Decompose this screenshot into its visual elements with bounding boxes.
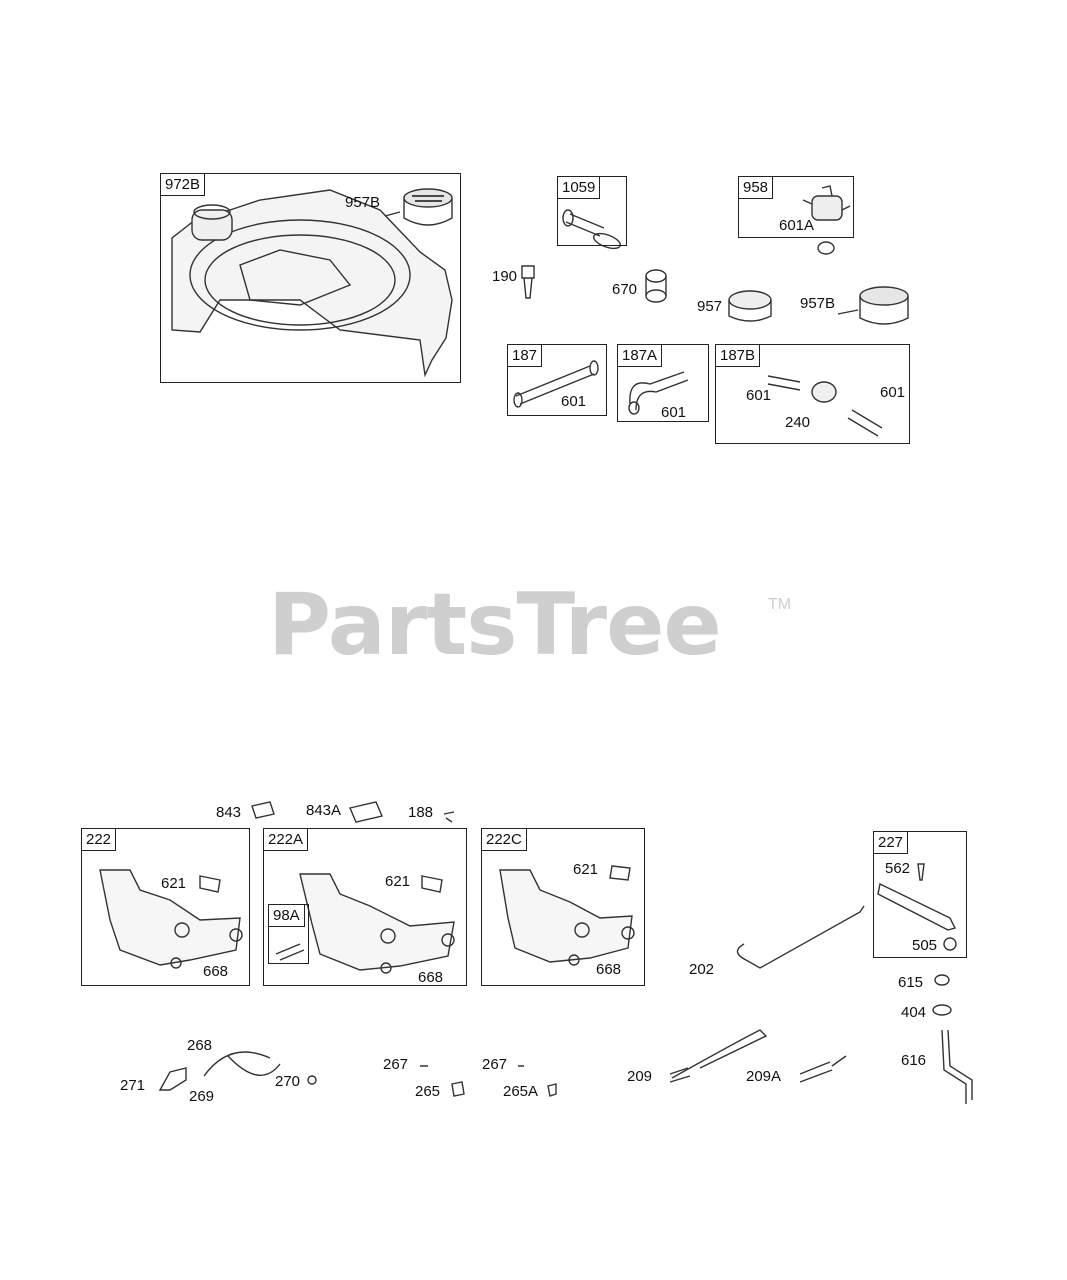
fuel-cap-drawing [384, 188, 453, 226]
control-bracket-drawings [99, 865, 635, 974]
cable-clamps-drawing [420, 1065, 557, 1097]
box-tag: 222C [481, 828, 527, 851]
part-label: 668 [418, 969, 444, 986]
box-tag: 1059 [557, 176, 601, 199]
box-958: 958 [738, 176, 854, 238]
box-222: 222 [81, 828, 250, 986]
box-tag: 98A [268, 904, 305, 927]
box-222A: 222A [263, 828, 467, 986]
part-label: 601 [661, 404, 687, 421]
part-label: 616 [901, 1052, 927, 1069]
part-label: 240 [785, 414, 811, 431]
small-parts-drawing [251, 801, 455, 823]
part-label: 601 [880, 384, 906, 401]
box-222C: 222C [481, 828, 645, 986]
part-label: 202 [689, 961, 715, 978]
box-227: 227 [873, 831, 967, 958]
part-label: 670 [612, 281, 638, 298]
part-label: 270 [275, 1073, 301, 1090]
trademark-mark: TM [768, 596, 792, 613]
part-label: 843 [216, 804, 242, 821]
part-label: 505 [912, 937, 938, 954]
part-label: 265 [415, 1083, 441, 1100]
throttle-cable-drawing [158, 1051, 317, 1091]
part-label: 668 [596, 961, 622, 978]
part-label: 209 [627, 1068, 653, 1085]
part-label: 188 [408, 804, 434, 821]
part-label: 601 [561, 393, 587, 410]
box-tag: 227 [873, 831, 909, 854]
part-label: 269 [189, 1088, 215, 1105]
governor-lever-drawing [877, 863, 957, 951]
box-tag: 222A [263, 828, 309, 851]
part-label: 621 [573, 861, 599, 878]
fuel-valve-drawing [802, 185, 851, 255]
fuel-caps-drawing [728, 286, 909, 325]
part-label: 267 [383, 1056, 409, 1073]
box-tag: 958 [738, 176, 774, 199]
box-187: 187 [507, 344, 607, 416]
part-label: 267 [482, 1056, 508, 1073]
washer-link-drawing [932, 974, 973, 1104]
partstree-watermark: PartsTree [268, 575, 722, 675]
fuel-tank-drawing [171, 189, 453, 378]
fuel-hose-drawing [513, 360, 883, 437]
box-tag: 187A [617, 344, 663, 367]
part-label: 404 [901, 1004, 927, 1021]
box-972B: 972B [160, 173, 461, 383]
box-187B: 187B [715, 344, 910, 444]
box-1059: 1059 [557, 176, 627, 246]
part-label: 615 [898, 974, 924, 991]
part-label: 601 [746, 387, 772, 404]
part-label: 268 [187, 1037, 213, 1054]
box-tag: 187B [715, 344, 761, 367]
part-label: 957B [800, 295, 836, 312]
part-label: 190 [492, 268, 518, 285]
box-tag: 187 [507, 344, 543, 367]
screw-sleeve-drawing [521, 265, 667, 303]
box-187A: 187A [617, 344, 709, 422]
part-label: 271 [120, 1077, 146, 1094]
part-label: 843A [306, 802, 342, 819]
part-label: 621 [385, 873, 411, 890]
box-tag: 972B [160, 173, 206, 196]
governor-rod-drawing [736, 905, 865, 969]
part-label: 562 [885, 860, 911, 877]
part-label: 265A [503, 1083, 539, 1100]
springs-drawing [669, 1029, 847, 1083]
part-label: 601A [779, 217, 815, 234]
part-label: 957B [345, 194, 381, 211]
box-98A: 98A [268, 904, 309, 964]
part-label: 957 [697, 298, 723, 315]
part-label: 668 [203, 963, 229, 980]
part-label: 209A [746, 1068, 782, 1085]
box-tag: 222 [81, 828, 117, 851]
part-label: 621 [161, 875, 187, 892]
